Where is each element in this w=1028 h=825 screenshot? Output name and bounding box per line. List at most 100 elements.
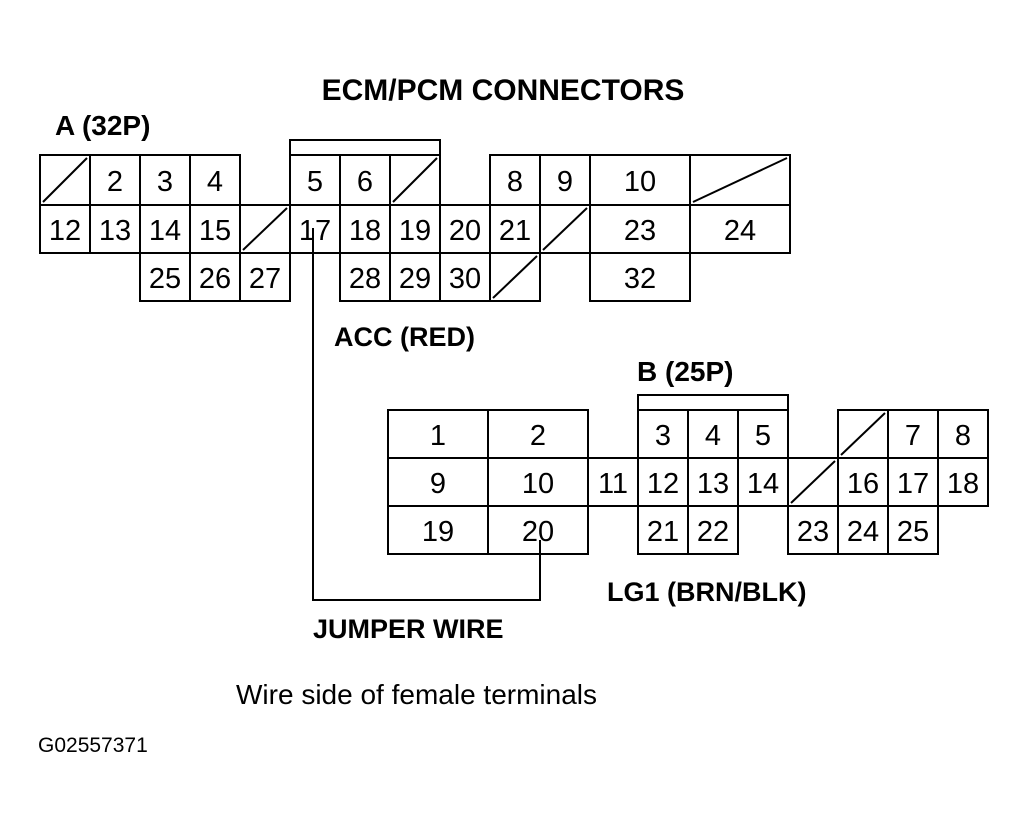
connector-a-pin-number: 19: [399, 215, 431, 247]
connector-a-pin-number: 9: [557, 166, 573, 198]
connector-a-pin-number: 17: [299, 215, 331, 247]
connector-b-pin-number: 8: [955, 420, 971, 452]
connector-a-pin-number: 12: [49, 215, 81, 247]
connector-b-pin-number: 5: [755, 420, 771, 452]
connector-a-pin-number: 10: [624, 166, 656, 198]
connector-b-cavity: [787, 505, 839, 555]
connector-a-pin-number: 14: [149, 215, 181, 247]
connector-b-pin-number: 3: [655, 420, 671, 452]
connector-a-blank-cavity-mark: [542, 207, 588, 251]
connector-a-cavity: [439, 252, 491, 302]
jumper-wire: [312, 228, 541, 601]
connector-b-cavity: [387, 505, 489, 555]
connector-a-cavity: [239, 252, 291, 302]
connector-a-cavity: [389, 204, 441, 254]
connector-a-cavity: [589, 252, 691, 302]
connector-b-pin-number: 21: [647, 516, 679, 548]
jumper-wire-label: JUMPER WIRE: [313, 614, 504, 644]
connector-a-pin-number: 6: [357, 166, 373, 198]
connector-b-pin-number: 10: [522, 468, 554, 500]
connector-b-pin-number: 18: [947, 468, 979, 500]
connector-a-pin-number: 5: [307, 166, 323, 198]
connector-a-pin-number: 13: [99, 215, 131, 247]
connector-b-cavity: [387, 409, 489, 459]
connector-b-blank-cavity-mark: [840, 412, 886, 456]
connector-a-pin-number: 2: [107, 166, 123, 198]
connector-a-pin-number: 3: [157, 166, 173, 198]
connector-b-label: B (25P): [637, 356, 733, 387]
connector-a-pin-number: 23: [624, 215, 656, 247]
connector-b-cavity: [637, 505, 689, 555]
connector-a-pin-number: 27: [249, 263, 281, 295]
connector-a-cavity: [689, 204, 791, 254]
connector-a-cavity: [89, 154, 141, 206]
connector-b-pin-number: 11: [598, 468, 628, 500]
connector-b-pin-number: 16: [847, 468, 879, 500]
connector-b-pin-number: 2: [530, 420, 546, 452]
connector-a-cavity: [389, 252, 441, 302]
connector-a-cavity: [339, 252, 391, 302]
connector-a-pin-number: 8: [507, 166, 523, 198]
connector-a-blank-cavity-mark: [492, 255, 538, 299]
connector-b-cavity: [687, 457, 739, 507]
connector-a-pin-number: 21: [499, 215, 531, 247]
connector-b-pin-number: 12: [647, 468, 679, 500]
connector-b-pin-number: 19: [422, 516, 454, 548]
acc-wire-label: ACC (RED): [334, 322, 475, 352]
connector-a-pin-number: 24: [724, 215, 756, 247]
connector-b-cavity: [687, 505, 739, 555]
connector-a-pin-number: 29: [399, 263, 431, 295]
connector-b-blank-cavity-mark: [790, 460, 836, 504]
connector-a-label: A (32P): [55, 110, 150, 141]
connector-a-cavity: [139, 204, 191, 254]
lg1-wire-label: LG1 (BRN/BLK): [607, 577, 806, 607]
connector-b-cavity: [487, 505, 589, 555]
connector-b-cavity: [887, 457, 939, 507]
connector-b-cavity: [887, 505, 939, 555]
connector-a-pin-number: 25: [149, 263, 181, 295]
connector-b-pin-number: 17: [897, 468, 929, 500]
connector-b-pin-number: 25: [897, 516, 929, 548]
diagram-title: ECM/PCM CONNECTORS: [322, 74, 685, 107]
connector-b-cavity: [587, 457, 639, 507]
connector-a-blank-cavity-mark: [242, 207, 288, 251]
connector-a-cavity: [89, 204, 141, 254]
connector-a-cavity: [189, 252, 241, 302]
connector-a-pin-number: 15: [199, 215, 231, 247]
connector-b-lock-tab: [637, 394, 789, 410]
connector-b-cavity: [887, 409, 939, 459]
connector-a-pin-number: 30: [449, 263, 481, 295]
caption: Wire side of female terminals: [236, 679, 597, 710]
connector-b-pin-number: 24: [847, 516, 879, 548]
connector-a-pin-number: 28: [349, 263, 381, 295]
connector-a-cavity: [39, 204, 91, 254]
connector-b-pin-number: 9: [430, 468, 446, 500]
connector-a-cavity: [189, 204, 241, 254]
connector-b-cavity: [837, 457, 889, 507]
connector-b-cavity: [487, 457, 589, 507]
connector-a-pin-number: 20: [449, 215, 481, 247]
connector-b-pin-number: 4: [705, 420, 721, 452]
connector-a-lock-tab: [289, 139, 441, 155]
connector-b-cavity: [737, 409, 789, 459]
connector-a-pin-number: 26: [199, 263, 231, 295]
connector-b-pin-number: 14: [747, 468, 779, 500]
connector-a-blank-cavity-mark: [392, 157, 438, 203]
connector-a-pin-number: 18: [349, 215, 381, 247]
connector-b-pin-number: 1: [430, 420, 446, 452]
connector-b-pin-number: 22: [697, 516, 729, 548]
connector-a-blank-cavity-mark: [42, 157, 88, 203]
connector-a-pin-number: 4: [207, 166, 223, 198]
connector-a-cavity: [339, 204, 391, 254]
connector-b-cavity: [937, 457, 989, 507]
figure-id: G02557371: [38, 734, 148, 757]
connector-b-pin-number: 13: [697, 468, 729, 500]
connector-b-pin-number: 23: [797, 516, 829, 548]
connector-b-pin-number: 20: [522, 516, 554, 548]
connector-b-pin-number: 7: [905, 420, 921, 452]
connector-a-pin-number: 32: [624, 263, 656, 295]
connector-b-cavity: [687, 409, 739, 459]
